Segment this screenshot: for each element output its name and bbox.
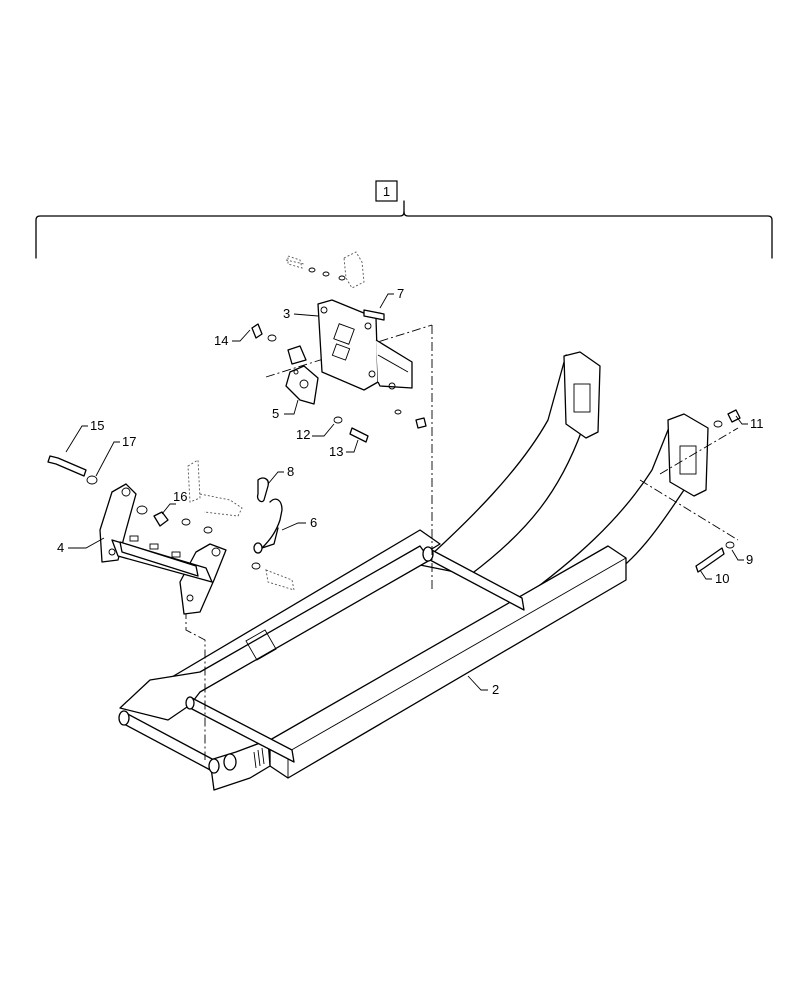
callout-3-label: 3 [283,306,290,321]
callout-13-label: 13 [329,444,343,459]
callout-6-label: 6 [310,515,317,530]
pin-part-6 [253,498,283,554]
callout-labels: 2 3 4 5 6 7 8 9 10 11 12 13 14 15 16 17 [57,286,764,697]
hardware-15-16-17 [47,455,295,591]
pin-part-7 [363,309,385,321]
hardware-9-10 [695,541,735,573]
callout-5-label: 5 [272,406,279,421]
callout-9-label: 9 [746,552,753,567]
callout-8-label: 8 [287,464,294,479]
callout-4-label: 4 [57,540,64,555]
callout-16-label: 16 [173,489,187,504]
bracket-left-arm [99,483,137,563]
callout-box-1[interactable] [375,180,398,202]
plate-part-5 [285,365,319,405]
callout-1-label: 1 [383,184,390,199]
callout-15-label: 15 [90,418,104,433]
side-rail-front [269,545,627,779]
assembly-bracket: 1 [35,180,773,259]
hitch-bracket-part [285,251,413,391]
mount-plate-right [667,413,709,497]
callout-12-label: 12 [296,427,310,442]
front-bracket-part [99,483,227,615]
callout-11-label: 11 [750,416,764,431]
clip-part-8 [256,477,269,503]
callout-10-label: 10 [715,571,729,586]
front-end-plate [209,739,271,791]
hardware-12-13-14 [251,323,741,443]
front-cross-tube [123,711,215,773]
callout-7-label: 7 [397,286,404,301]
callout-2-label: 2 [492,682,499,697]
callout-17-label: 17 [122,434,136,449]
mount-plate-left [563,351,601,439]
main-frame-part [118,351,709,791]
callout-14-label: 14 [214,333,228,348]
